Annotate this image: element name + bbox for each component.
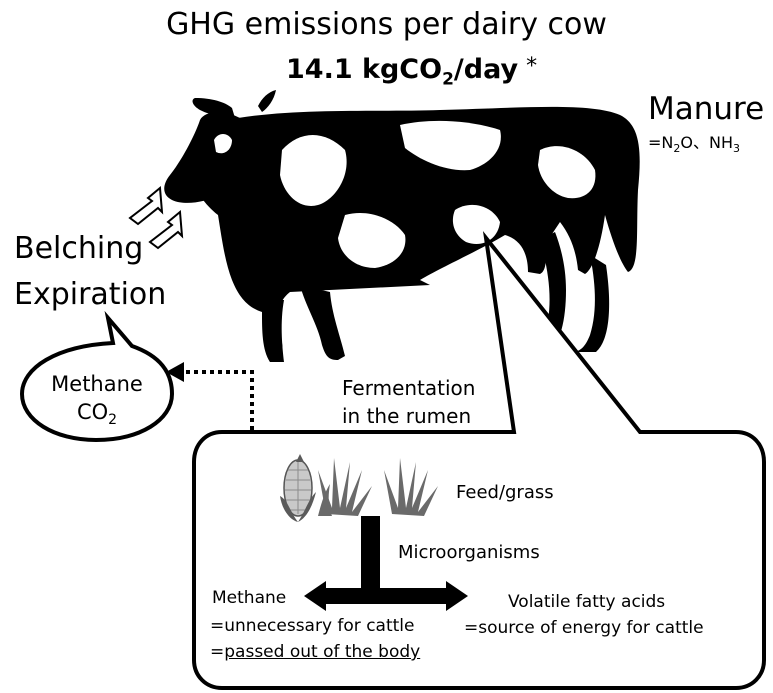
- cow-patch-2: [280, 135, 347, 206]
- manure-label: Manure: [648, 91, 765, 127]
- emission-asterisk: *: [526, 54, 538, 79]
- grass-blades-2: [318, 484, 332, 516]
- vfa-label: Volatile fatty acids: [508, 592, 666, 612]
- cow-patch: [214, 134, 232, 154]
- feed-label: Feed/grass: [456, 482, 554, 503]
- grass-blades-3: [384, 458, 438, 516]
- belching-label: Belching: [14, 231, 144, 266]
- cow-illustration: [164, 90, 640, 362]
- exhale-arrow-icon: [128, 186, 164, 226]
- cow-front-leg: [300, 285, 345, 360]
- grass-icon: [318, 458, 372, 516]
- expiration-label: Expiration: [14, 277, 167, 312]
- flow-arrow-stem: [361, 516, 380, 596]
- flow-arrow-left-icon: [304, 581, 326, 611]
- methane-label: Methane: [212, 588, 287, 608]
- emission-number: 14.1 kgCO: [286, 54, 443, 85]
- bubble-co2-sub: 2: [108, 412, 118, 429]
- bubble-methane: Methane: [51, 372, 143, 396]
- flow-arrow-right-icon: [446, 581, 468, 611]
- cow-patch-4: [338, 212, 406, 268]
- cow-ear: [192, 98, 235, 118]
- corn-icon: [280, 454, 316, 522]
- manure-formula-sub2: 3: [732, 142, 740, 156]
- corn-top: [296, 454, 304, 462]
- bubble-outline: [19, 310, 175, 443]
- emission-unit: /day: [453, 54, 519, 85]
- grass-blades: [318, 458, 372, 516]
- cow-rear-leg: [530, 232, 566, 352]
- methane-note-unnecessary: =unnecessary for cattle: [210, 616, 415, 636]
- methane-note-passed: =passed out of the body: [210, 644, 420, 661]
- manure-formula-sub1: 2: [673, 142, 681, 156]
- cow-front-leg-2: [262, 300, 284, 362]
- fermentation-label: Fermentation: [342, 376, 476, 400]
- methane-note-prefix: =: [210, 642, 225, 662]
- exhale-arrows: [128, 186, 184, 250]
- corn-kernels: [285, 462, 311, 514]
- cow-patch-3: [400, 120, 501, 171]
- bubble-co2-main: CO: [76, 400, 109, 424]
- emission-subscript: 2: [442, 69, 454, 90]
- manure-formula-mid: O、NH: [680, 133, 733, 152]
- emission-value: 14.1 kgCO2/day *: [286, 56, 537, 88]
- speech-bubble: [19, 310, 175, 443]
- cow-patch-5: [538, 146, 596, 199]
- manure-formula-prefix: =N: [648, 133, 674, 152]
- rumen-label: in the rumen: [342, 404, 472, 428]
- exhale-arrow-icon: [148, 210, 184, 250]
- methane-note-underlined: passed out of the body: [224, 642, 421, 662]
- flow-arrow-bar: [320, 588, 450, 604]
- microorganisms-label: Microorganisms: [398, 542, 540, 563]
- manure-formula: =N2O、NH3: [648, 133, 740, 156]
- title-heading: GHG emissions per dairy cow: [166, 7, 607, 42]
- corn-husk: [280, 492, 316, 522]
- grass-icon: [384, 458, 438, 516]
- bubble-co2: CO2: [22, 400, 172, 429]
- cow-horn: [258, 90, 276, 112]
- flow-arrow: [304, 516, 468, 611]
- cow-rear-leg-2: [575, 255, 610, 352]
- cow-patch-6: [452, 204, 500, 244]
- vfa-note: =source of energy for cattle: [464, 618, 704, 638]
- dotted-arrowhead-icon: [166, 362, 184, 382]
- rumen-callout: [192, 230, 766, 690]
